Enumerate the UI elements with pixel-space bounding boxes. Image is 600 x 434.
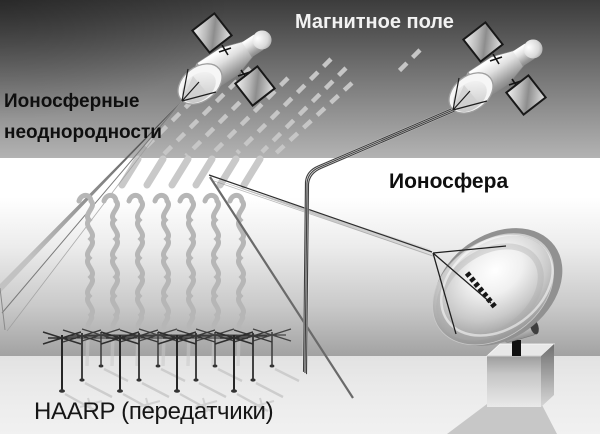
dish-struts <box>432 245 507 335</box>
label-irregularities-line2: неоднородности <box>4 122 162 143</box>
pedestal-box <box>485 340 556 407</box>
signal-path-lines <box>208 107 455 399</box>
label-magnetic-field: Магнитное поле <box>295 11 454 33</box>
receiver-dish <box>432 228 563 346</box>
satellite-downlink-line <box>302 107 455 375</box>
label-haarp-transmitters: HAARP (передатчики) <box>34 398 274 425</box>
label-irregularities-line1: Ионосферные <box>4 91 140 112</box>
haarp-antenna-array <box>42 328 300 413</box>
dish-feed <box>464 271 498 309</box>
scattered-signal-line <box>209 176 354 399</box>
label-ionospheric-irregularities: Ионосферные неоднородности <box>4 86 162 148</box>
station-shadow <box>447 404 557 434</box>
label-ionosphere: Ионосфера <box>389 170 509 193</box>
reflected-signal-line <box>208 174 433 253</box>
ionospheric-irregularity-marks <box>118 155 264 189</box>
antenna-shadows <box>64 367 300 413</box>
antenna-poles <box>42 328 292 393</box>
antenna-bases <box>59 364 275 393</box>
ground-station <box>432 228 563 434</box>
